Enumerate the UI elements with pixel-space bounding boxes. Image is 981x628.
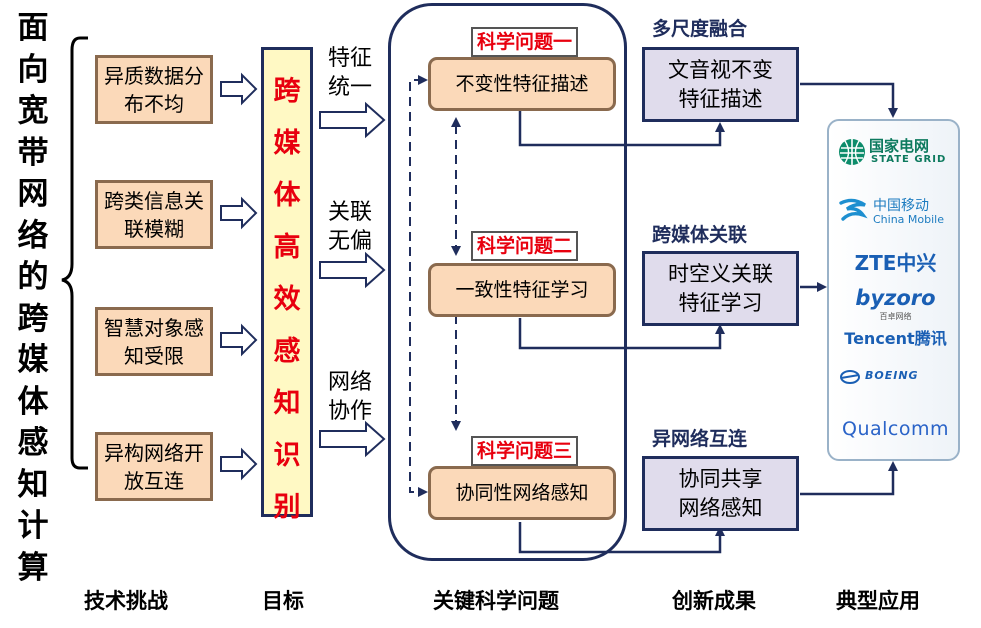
title-char: 的 <box>17 259 49 295</box>
result-box-2: 时空义关联特征学习 <box>642 251 799 326</box>
left-brace <box>61 36 88 470</box>
result-text: 协同共享网络感知 <box>678 466 763 520</box>
china-mobile-cn: 中国移动 <box>873 198 929 214</box>
title-char: 计 <box>17 508 49 544</box>
problem-label: 协同性网络感知 <box>455 482 589 504</box>
state-grid-en: STATE GRID <box>871 154 947 165</box>
problem-tag-3: 科学问题三 <box>471 436 579 466</box>
footer-goal: 目标 <box>262 589 304 613</box>
problem-box-3: 协同性网络感知 <box>428 466 616 520</box>
problem-tag-1: 科学问题一 <box>471 27 579 57</box>
problem-label: 不变性特征描述 <box>455 73 589 95</box>
goal-box: 跨媒体高效感知识别 <box>261 47 313 523</box>
title-char: 网 <box>17 176 49 212</box>
result-text: 时空义关联特征学习 <box>668 261 773 315</box>
problems-group <box>388 3 627 561</box>
qualcomm-logo: Qualcomm <box>841 418 949 440</box>
title-char: 面 <box>17 10 49 46</box>
problem-tag-2: 科学问题二 <box>471 231 579 261</box>
footer-challenges: 技术挑战 <box>84 589 168 613</box>
vertical-title: 面向宽带网络的跨媒体感知计算 <box>12 8 54 589</box>
boeing-icon <box>840 370 860 384</box>
result-box-3: 协同共享网络感知 <box>642 456 799 531</box>
problem-box-2: 一致性特征学习 <box>428 263 616 317</box>
china-mobile-icon <box>839 198 868 221</box>
zte-logo: ZTE中兴 <box>854 251 937 275</box>
title-char: 知 <box>17 466 49 503</box>
arrow-label-collab: 网络协作 <box>328 370 373 424</box>
goal-char: 效 <box>273 284 301 315</box>
china-mobile-en: China Mobile <box>873 213 945 226</box>
result-label-3: 异网络互连 <box>652 428 748 450</box>
title-char: 宽 <box>17 93 49 129</box>
footer-problems: 关键科学问题 <box>433 589 559 613</box>
goal-char: 跨 <box>273 76 301 107</box>
challenge-box-3: 智慧对象感知受限 <box>95 307 213 376</box>
solid-arrowheads <box>715 108 898 536</box>
title-char: 络 <box>17 217 49 254</box>
goal-char: 知 <box>273 388 301 419</box>
goal-char: 别 <box>273 492 301 523</box>
state-grid-icon <box>839 139 865 165</box>
challenge-label: 智慧对象感知受限 <box>104 315 204 368</box>
title-char: 媒 <box>17 342 49 378</box>
challenge-label: 异质数据分布不均 <box>104 63 204 116</box>
state-grid-cn: 国家电网 <box>869 137 930 155</box>
challenge-arrows <box>220 72 258 481</box>
problem-label: 一致性特征学习 <box>455 279 589 301</box>
challenge-box-4: 异构网络开放互连 <box>95 432 213 501</box>
applications-panel: 国家电网 STATE GRID 中国移动 China Mobile ZTE中兴 … <box>827 119 960 461</box>
result-label-2: 跨媒体关联 <box>652 224 748 246</box>
result-box-1: 文音视不变特征描述 <box>642 47 799 122</box>
footer-results: 创新成果 <box>672 589 756 613</box>
goal-char: 媒 <box>273 128 301 159</box>
challenge-box-2: 跨类信息关联模糊 <box>95 180 213 249</box>
goal-char: 体 <box>273 180 301 211</box>
title-char: 向 <box>17 51 49 88</box>
byzoro-logo: byzoro <box>855 286 936 310</box>
byzoro-sub: 百卓网络 <box>879 312 912 321</box>
boeing-text: BOEING <box>865 369 919 382</box>
footer-apps: 典型应用 <box>836 589 920 613</box>
title-char: 算 <box>17 549 49 586</box>
title-char: 感 <box>17 425 49 461</box>
dashed-links <box>409 79 457 493</box>
title-char: 跨 <box>17 300 49 337</box>
goal-char: 识 <box>273 440 301 471</box>
result-text: 文音视不变特征描述 <box>668 57 773 111</box>
challenge-label: 异构网络开放互连 <box>104 440 204 493</box>
goal-char: 感 <box>273 336 301 367</box>
arrow-label-unbiased: 关联无偏 <box>328 200 373 254</box>
goal-arrows <box>319 101 386 458</box>
arrow-label-unify: 特征统一 <box>328 46 373 100</box>
title-char: 体 <box>17 383 49 420</box>
result-label-1: 多尺度融合 <box>652 18 748 40</box>
tencent-logo: Tencent腾讯 <box>844 329 947 348</box>
goal-char: 高 <box>273 232 301 263</box>
challenge-box-1: 异质数据分布不均 <box>95 55 213 124</box>
challenge-label: 跨类信息关联模糊 <box>104 188 204 241</box>
problem-box-1: 不变性特征描述 <box>428 57 616 111</box>
title-char: 带 <box>17 134 49 171</box>
